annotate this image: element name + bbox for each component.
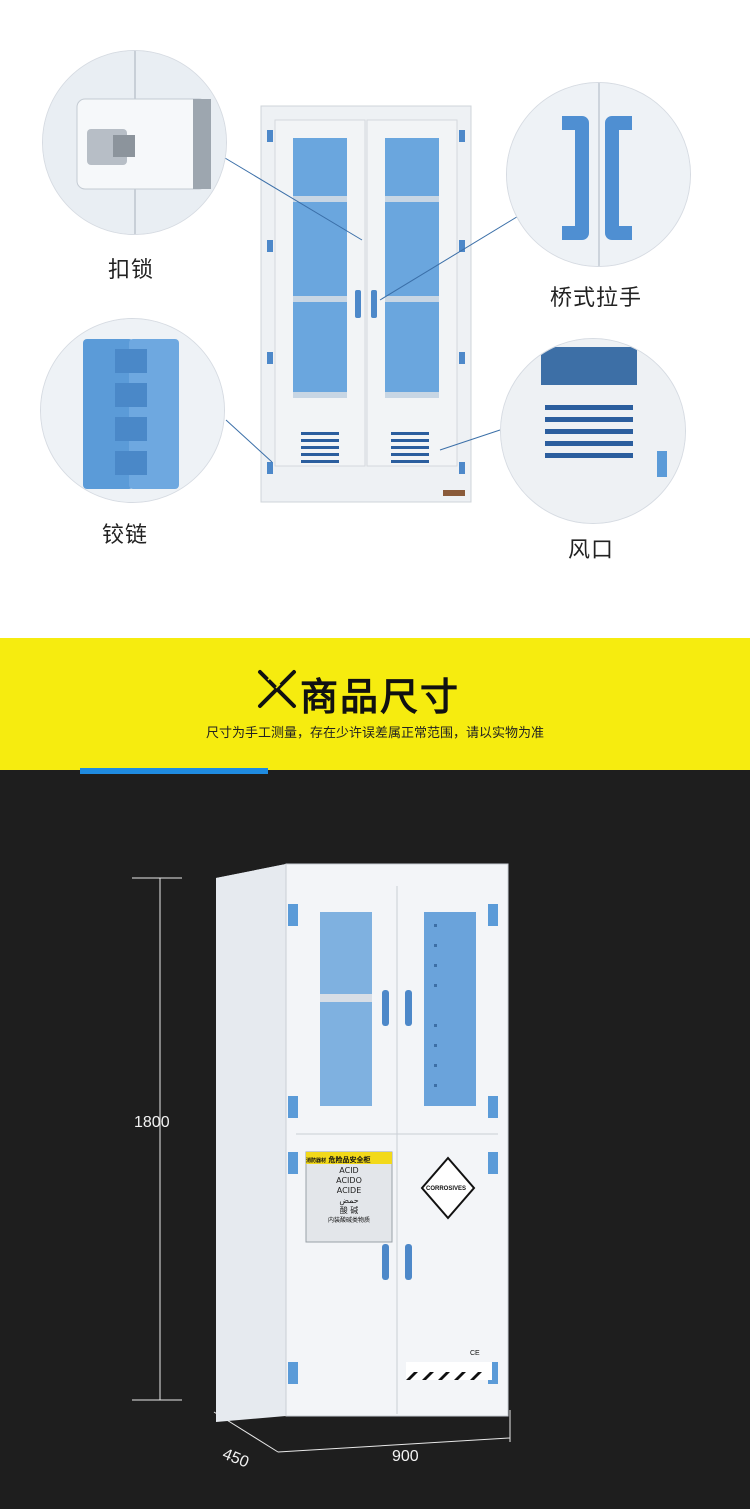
lock-icon (43, 51, 226, 234)
vent-detail-circle (500, 338, 686, 524)
cabinet-front-image (260, 105, 472, 503)
sign-footer: 内装酸碱类物质 (327, 1217, 370, 1224)
corrosive-label: CORROSIVES (426, 1186, 467, 1192)
handle-label: 桥式拉手 (550, 286, 643, 311)
cabinet-dimension-image (216, 863, 509, 1422)
hinge-icon (41, 319, 224, 502)
sign-line: 酸 碱 (339, 1206, 359, 1215)
hinge-detail-circle (40, 318, 225, 503)
feature-section: 扣锁 桥式拉手 铰链 (0, 0, 750, 638)
lock-label: 扣锁 (108, 258, 155, 283)
width-dimension: 900 (392, 1448, 419, 1465)
handle-icon (507, 83, 690, 266)
sign-line: حمض (339, 1196, 359, 1205)
sign-line: ACID (339, 1166, 359, 1175)
hinge-label: 铰链 (102, 523, 149, 548)
handle-detail-circle (506, 82, 691, 267)
size-banner (0, 638, 750, 770)
ce-mark: CE (470, 1350, 480, 1357)
cabinet-sign: 消防器材 危险品安全柜 ACID ACIDO ACIDE حمض 酸 碱 内装酸… (306, 1154, 392, 1226)
sign-small: 消防器材 (306, 1158, 327, 1164)
height-dimension: 1800 (134, 1114, 170, 1131)
vent-icon (501, 339, 685, 523)
sign-line: ACIDO (336, 1176, 362, 1185)
sign-title: 危险品安全柜 (328, 1156, 371, 1164)
accent-bar (80, 768, 268, 774)
sign-header: 消防器材 危险品安全柜 (306, 1154, 392, 1166)
ruler-pencil-icon (258, 670, 296, 708)
lock-detail-circle (42, 50, 227, 235)
sign-line: ACIDE (336, 1186, 362, 1195)
callout-connectors (224, 157, 521, 463)
banner-subtitle: 尺寸为手工测量，存在少许误差属正常范围，请以实物为准 (205, 726, 544, 741)
banner-title: 商品尺寸 (300, 675, 461, 719)
vent-label: 风口 (568, 538, 615, 563)
